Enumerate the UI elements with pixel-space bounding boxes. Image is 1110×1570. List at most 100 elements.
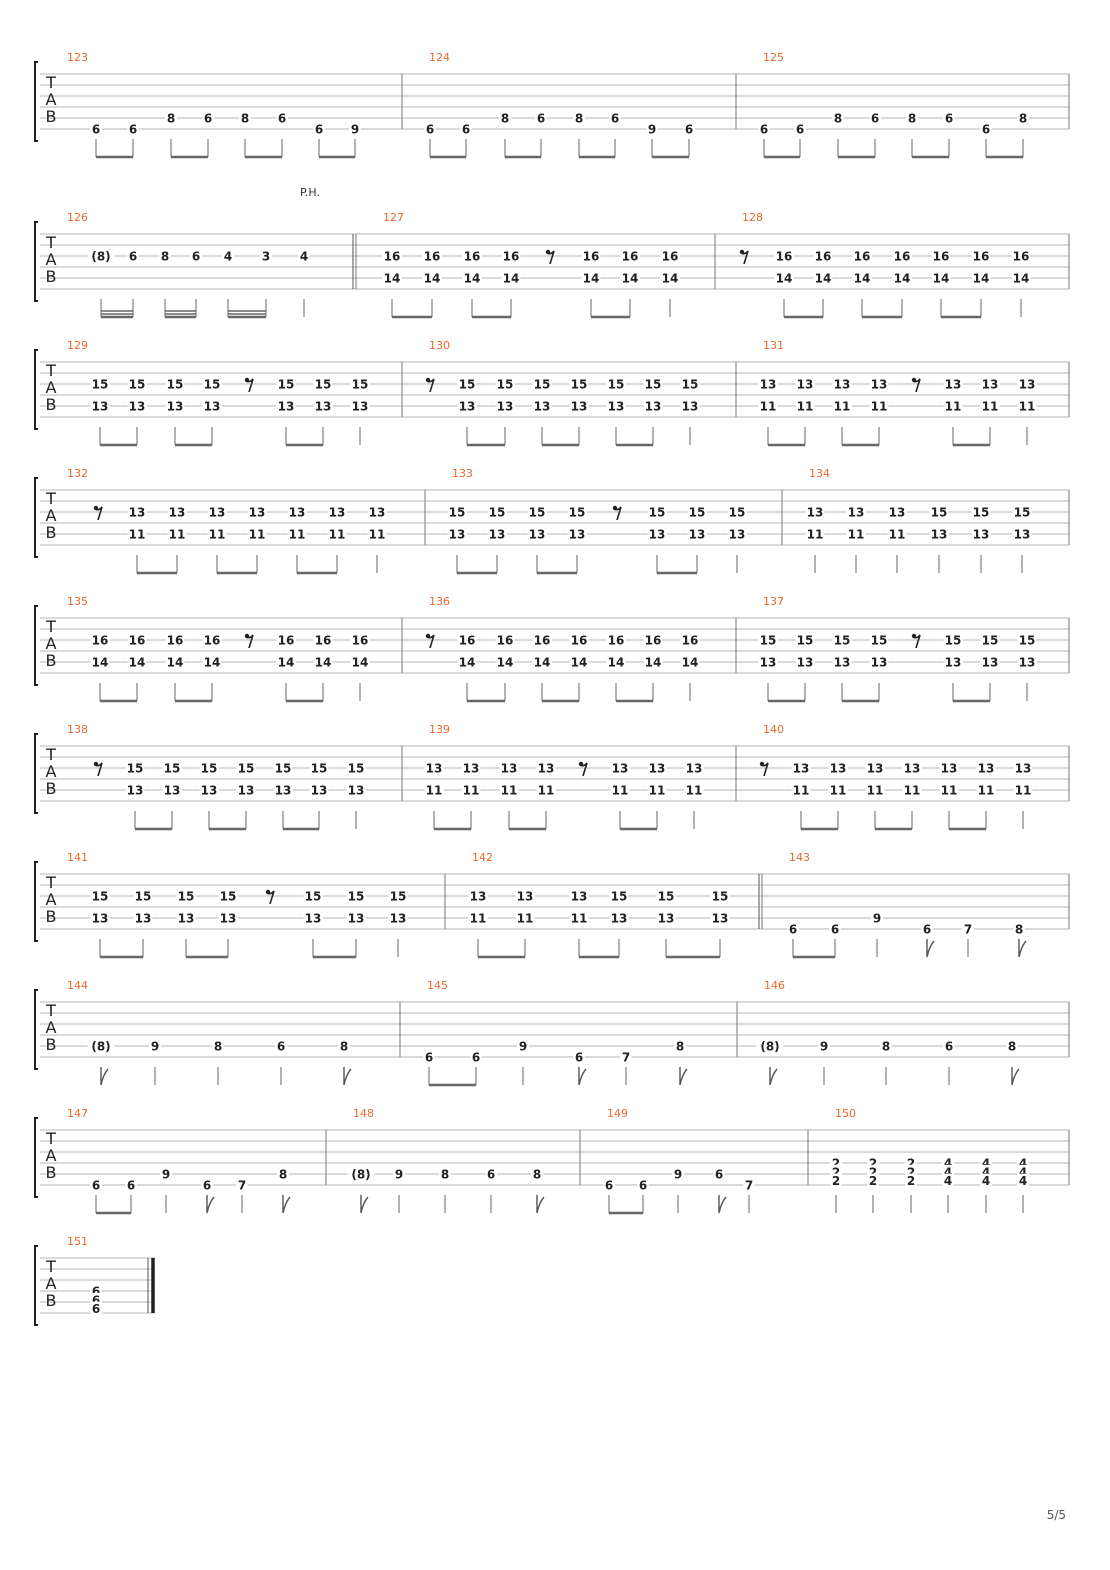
fret-background [125,783,145,796]
fret-background [743,1178,755,1191]
fret-background [162,761,182,774]
eighth-rest-icon [739,249,749,265]
fret-background [501,271,521,284]
fret-background [532,633,552,646]
fret-number: 14 [662,272,679,286]
fret-background [680,399,700,412]
fret-number: 4 [944,1174,952,1188]
fret-background [905,1173,917,1187]
fret-background [346,761,366,774]
fret-number: 16 [682,634,699,648]
fret-background [276,377,296,390]
fret-background [905,1164,917,1178]
tab-system: TAB1351614161416141614161416141614136161… [34,595,1070,703]
fret-background [239,111,251,124]
fret-background [247,527,267,540]
fret-number: 13 [871,656,888,670]
fret-number: 13 [571,890,588,904]
fret-background [567,527,587,540]
fret-background [367,527,387,540]
fret-background [791,761,811,774]
measure-number: 137 [763,595,784,608]
fret-number: 2 [907,1165,915,1179]
fret-number: 13 [348,912,365,926]
fret-background [931,271,951,284]
fret-number: 13 [249,506,266,520]
fret-number: 2 [907,1157,915,1171]
fret-number: 2 [869,1157,877,1171]
system-bracket [34,61,38,142]
fret-number: 16 [352,634,369,648]
fret-background [247,505,267,518]
fret-background [569,889,589,902]
fret-background [643,377,663,390]
fret-background [313,122,325,135]
fret-number: 15 [712,890,729,904]
measure-number: 129 [67,339,88,352]
fret-number: 13 [830,762,847,776]
fret-background [971,527,991,540]
fret-number: 9 [151,1040,159,1054]
fret-background [939,761,959,774]
fret-number: 6 [92,123,100,137]
tab-clef-letter: B [46,907,57,926]
fret-number: 13 [369,506,386,520]
fret-background [160,1167,172,1180]
fret-number: 13 [348,784,365,798]
fret-background [971,271,991,284]
fret-background [460,122,472,135]
fret-number: 2 [832,1157,840,1171]
fret-background [656,889,676,902]
fret-number: 8 [279,1168,287,1182]
fret-number: 13 [871,378,888,392]
fret-background [795,377,815,390]
fret-number: 16 [167,634,184,648]
fret-background [149,1039,161,1052]
measure-number: 149 [607,1107,628,1120]
eighth-flag [926,939,935,958]
fret-background [487,527,507,540]
fret-number: 13 [529,528,546,542]
fret-number: 16 [204,634,221,648]
fret-background [515,889,535,902]
fret-number: 8 [241,112,249,126]
fret-number: 14 [894,272,911,286]
fret-number: 13 [797,656,814,670]
fret-number: 6 [789,923,797,937]
system-bracket [34,989,38,1070]
fret-number: 11 [649,784,666,798]
fret-background [829,922,841,935]
fret-number: 11 [807,528,824,542]
fret-number: 14 [583,272,600,286]
fret-number: 16 [384,250,401,264]
fret-background [90,655,110,668]
fret-number: 2 [869,1174,877,1188]
fret-number: 14 [459,656,476,670]
fret-number: 11 [889,528,906,542]
fret-background [531,1167,543,1180]
fret-number: 6 [92,1285,100,1299]
fret-number: 6 [92,1293,100,1307]
fret-background [813,249,833,262]
fret-number: 15 [1014,506,1031,520]
fret-background [610,783,630,796]
measure-number: 147 [67,1107,88,1120]
fret-number: 13 [686,762,703,776]
fret-number: 13 [489,528,506,542]
fret-number: 9 [162,1168,170,1182]
fret-number: 6 [129,123,137,137]
fret-number: 14 [534,656,551,670]
fret-number: 6 [715,1168,723,1182]
tab-clef-letter: T [45,1129,56,1148]
fret-number: 4 [1019,1157,1027,1171]
fret-background [222,249,234,262]
fret-number: 13 [275,784,292,798]
fret-number: 8 [1008,1040,1016,1054]
fret-number: 8 [575,112,583,126]
fret-number: 13 [945,656,962,670]
